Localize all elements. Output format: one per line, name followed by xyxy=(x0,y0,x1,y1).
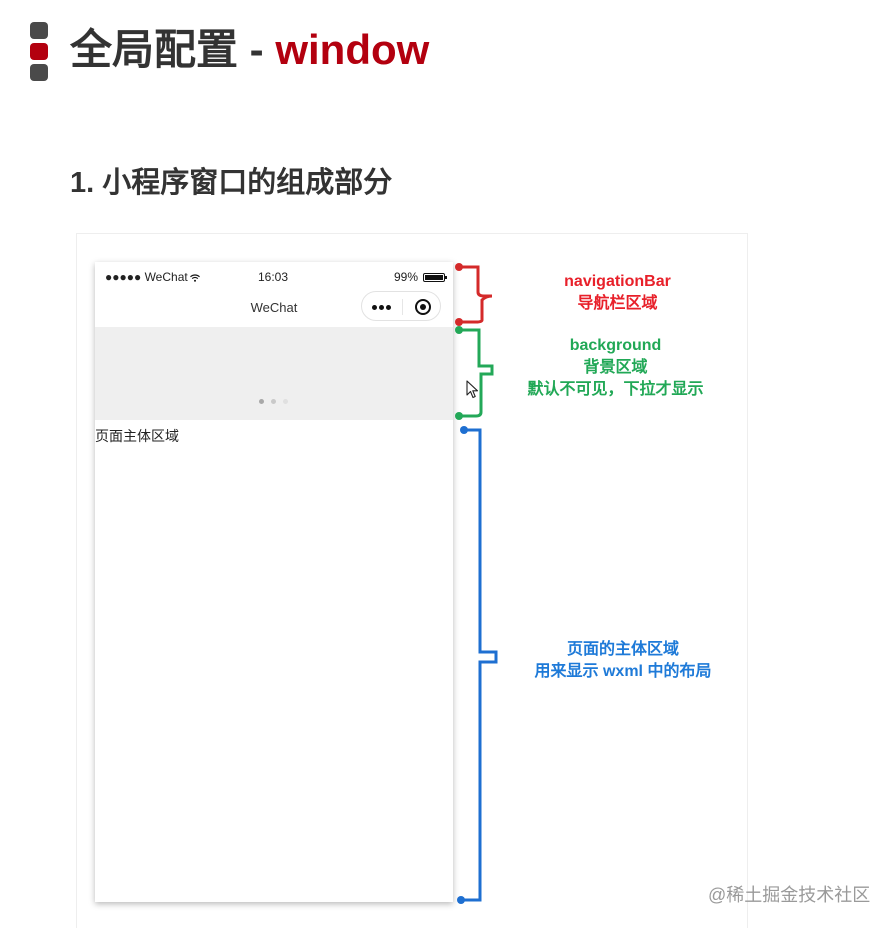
title-marker-icon xyxy=(30,22,48,82)
background-label: background 背景区域 默认不可见，下拉才显示 xyxy=(503,335,728,401)
main-body-label-line1: 页面的主体区域 xyxy=(566,641,679,658)
background-label-line1: background xyxy=(569,337,662,354)
navigation-bar-label-line2: 导航栏区域 xyxy=(577,295,658,312)
navigation-bar-bracket-bottom-dot xyxy=(455,318,463,326)
section-heading: 1. 小程序窗口的组成部分 xyxy=(70,167,393,199)
battery-icon xyxy=(423,272,447,282)
background-label-line2: 背景区域 xyxy=(583,359,648,376)
main-body-label-line2: 用来显示 wxml 中的布局 xyxy=(534,663,712,680)
watermark: @稀土掘金技术社区 xyxy=(708,885,871,905)
page-body-text: 页面主体区域 xyxy=(95,428,179,444)
close-target-icon[interactable] xyxy=(415,299,431,315)
loading-dots-icon xyxy=(259,399,289,405)
navigation-bar-label-line1: navigationBar xyxy=(564,273,671,290)
mini-program-capsule[interactable] xyxy=(361,291,441,321)
main-body-bracket xyxy=(463,428,498,902)
background-bracket-bottom-dot xyxy=(455,412,463,420)
page-title: 全局配置 - window xyxy=(70,22,429,78)
background-label-line3: 默认不可见，下拉才显示 xyxy=(527,381,704,398)
status-time: 16:03 xyxy=(258,270,289,284)
mouse-cursor-icon xyxy=(466,380,479,399)
navigation-bar-label: navigationBar 导航栏区域 xyxy=(505,271,730,315)
region-brackets xyxy=(455,263,498,904)
status-carrier: ●●●●● WeChat xyxy=(105,270,200,284)
background-bracket xyxy=(458,328,494,418)
phone-mockup: ●●●●● WeChat 16:03 99% WeChat 页面主体区域 xyxy=(95,262,453,902)
wifi-icon xyxy=(189,274,200,282)
background-area xyxy=(95,327,453,420)
more-menu-icon[interactable] xyxy=(372,305,394,311)
main-body-bracket-bottom-dot xyxy=(457,896,465,904)
illustration-frame xyxy=(76,233,748,928)
nav-bar-title: WeChat xyxy=(250,300,298,315)
page-title-accent: window xyxy=(275,26,430,73)
page-title-main: 全局配置 - xyxy=(70,26,276,73)
status-bar: ●●●●● WeChat 16:03 99% xyxy=(95,262,453,292)
navigation-bar-bracket-top-dot xyxy=(455,263,463,271)
capsule-divider xyxy=(402,299,403,315)
status-battery: 99% xyxy=(393,270,447,284)
background-bracket-top-dot xyxy=(455,326,463,334)
main-body-label: 页面的主体区域 用来显示 wxml 中的布局 xyxy=(508,639,738,683)
battery-percent: 99% xyxy=(393,270,418,284)
carrier-text: ●●●●● WeChat xyxy=(105,270,188,284)
main-body-bracket-top-dot xyxy=(460,426,468,434)
navigation-bar-bracket xyxy=(458,265,493,324)
